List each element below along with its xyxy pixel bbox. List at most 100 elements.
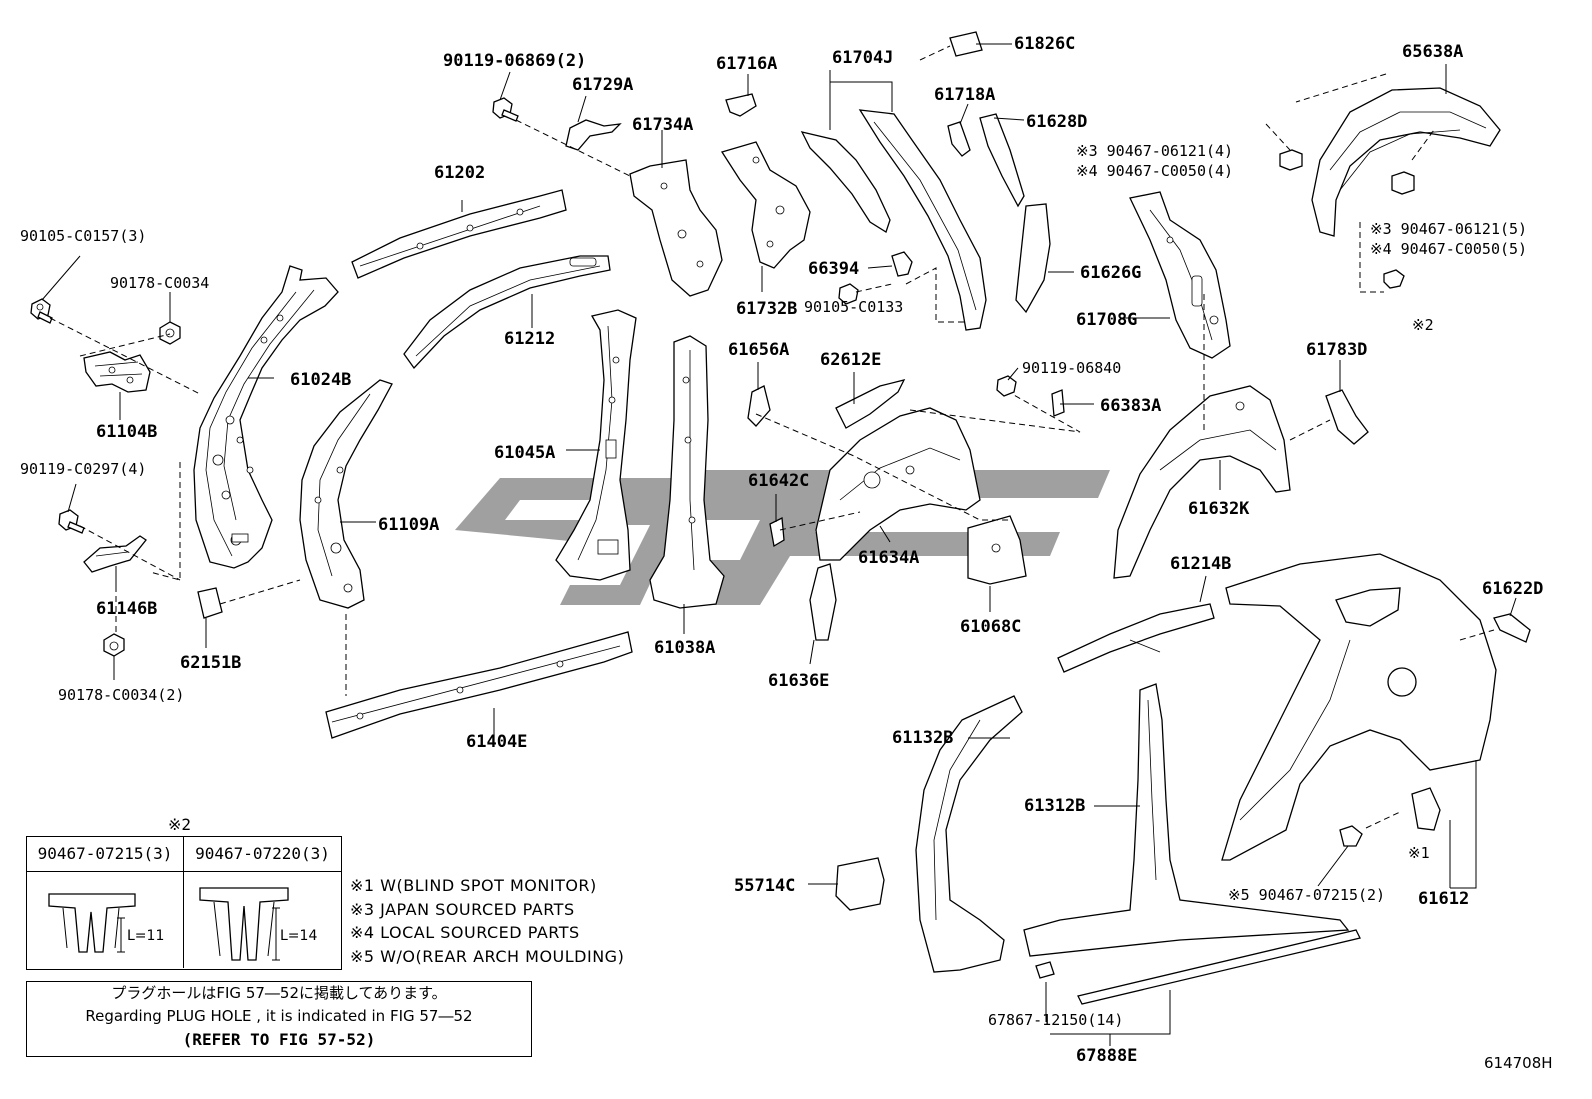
label-66394: 66394 [808,259,859,279]
part-61708g [1129,191,1231,359]
part-66383a [1051,389,1065,417]
nut-90178-c0034 [159,321,181,345]
label-clip-arch-b: ※4 90467-C0050(5) [1370,240,1527,258]
clip-67867-12150 [1035,961,1055,979]
label-61783d: 61783D [1306,340,1367,360]
label-62151b: 62151B [180,653,241,673]
bolt-90119-06869 [492,97,519,122]
part-61636e [809,563,837,641]
label-90467-07215-2: ※5 90467-07215(2) [1228,886,1385,904]
label-90105-c0157: 90105-C0157(3) [20,227,146,245]
label-61045a: 61045A [494,443,555,463]
part-61038a [649,335,725,609]
leader-lines [41,43,1517,1046]
clip-short-length: L=11 [127,928,164,944]
part-61718a [947,121,971,157]
clip-90467-07215 [1339,825,1363,847]
label-61716a: 61716A [716,54,777,74]
label-61622d: 61622D [1482,579,1543,599]
clip-upper-right [1279,149,1415,289]
label-61628d: 61628D [1026,112,1087,132]
label-61708g: 61708G [1076,310,1137,330]
label-65638a: 65638A [1402,42,1463,62]
label-61214b: 61214B [1170,554,1231,574]
label-clip-arch-a: ※3 90467-06121(5) [1370,220,1527,238]
label-61729a: 61729A [572,75,633,95]
label-61109a: 61109A [378,515,439,535]
clip-long-length: L=14 [280,928,317,944]
label-61104b: 61104B [96,422,157,442]
part-61146b [83,535,147,573]
part-61132b [915,695,1023,973]
label-90105-c0133: 90105-C0133 [804,298,903,316]
part-62151b [197,587,223,619]
label-90119-06869: 90119-06869(2) [443,51,586,71]
dashed-lines [49,45,1495,829]
part-61404e [325,631,633,739]
label-61612: 61612 [1418,889,1469,909]
part-labels: 90119-06869(2) 61729A 61716A 61704J 6182… [20,34,1543,1066]
label-90119-c0297: 90119-C0297(4) [20,460,146,478]
label-61826c: 61826C [1014,34,1075,54]
bracket-blind-spot [1411,787,1441,831]
part-61632k [1113,385,1291,579]
label-61704j: 61704J [832,48,893,68]
label-61632k: 61632K [1188,499,1250,519]
note-1: ※1 W(BLIND SPOT MONITOR) [350,876,597,895]
watermark-logo [455,470,1110,605]
label-61732b: 61732B [736,299,797,319]
clip-table-header-2: 90467-07220(3) [184,837,341,872]
note-4: ※4 LOCAL SOURCED PARTS [350,923,580,942]
label-62612e: 62612E [820,350,881,370]
label-61636e: 61636E [768,671,829,691]
label-61132b: 61132B [892,728,953,748]
label-67888e: 67888E [1076,1046,1137,1066]
label-90119-06840: 90119-06840 [1022,359,1121,377]
label-61634a: 61634A [858,548,919,568]
label-mark1: ※1 [1408,844,1430,862]
bolt-90105-c0133 [838,283,859,305]
part-61732b [720,141,811,269]
part-66394 [891,251,913,277]
label-67867-12150: 67867-12150(14) [988,1011,1123,1029]
part-61068c [967,515,1027,585]
label-61202: 61202 [434,163,485,183]
label-66383a: 66383A [1100,396,1161,416]
plug-hole-refer: (REFER TO FIG 57-52) [182,1030,376,1049]
part-61104b [83,351,151,393]
clip-table-cell-1: L=11 [27,872,184,968]
plug-hole-japanese: プラグホールはFIG 57―52に掲載してあります。 [111,984,447,1002]
part-61716a [725,93,757,117]
label-clip-right-a: ※3 90467-06121(4) [1076,142,1233,160]
part-62612e [835,379,906,429]
label-61642c: 61642C [748,471,809,491]
part-55714c [835,857,885,911]
note-3: ※3 JAPAN SOURCED PARTS [350,899,575,919]
clip-table-mark: ※2 [168,815,192,834]
part-61202 [351,189,567,279]
plug-hole-english: Regarding PLUG HOLE , it is indicated in… [85,1007,473,1025]
part-61214b [1057,603,1215,673]
part-61783d [1325,389,1369,445]
clip-table: 90467-07215(3) 90467-07220(3) L=11 L=14 [26,836,342,970]
plug-hole-note: プラグホールはFIG 57―52に掲載してあります。 Regarding PLU… [26,981,532,1057]
nut-90178-c0034-2 [103,633,125,657]
part-61704j [800,109,987,331]
bolt-90119-c0297 [58,509,85,534]
label-90178-c0034-2: 90178-C0034(2) [58,686,184,704]
clip-table-header-1: 90467-07215(3) [27,837,184,872]
clip-short-illustration: L=11 [48,893,164,953]
label-61404e: 61404E [466,732,527,752]
part-61634a [815,407,981,561]
part-61622d [1493,613,1531,643]
notes-list: ※1 W(BLIND SPOT MONITOR) ※3 JAPAN SOURCE… [350,874,624,968]
label-mark2-right: ※2 [1412,316,1434,334]
part-67888e [1077,929,1361,1005]
label-90178-c0034: 90178-C0034 [110,274,209,292]
clip-long-illustration: L=14 [199,887,317,961]
label-61734a: 61734A [632,115,693,135]
part-61656a [747,385,771,427]
part-61826c [949,31,983,57]
label-61068c: 61068C [960,617,1021,637]
label-61626g: 61626G [1080,263,1141,283]
